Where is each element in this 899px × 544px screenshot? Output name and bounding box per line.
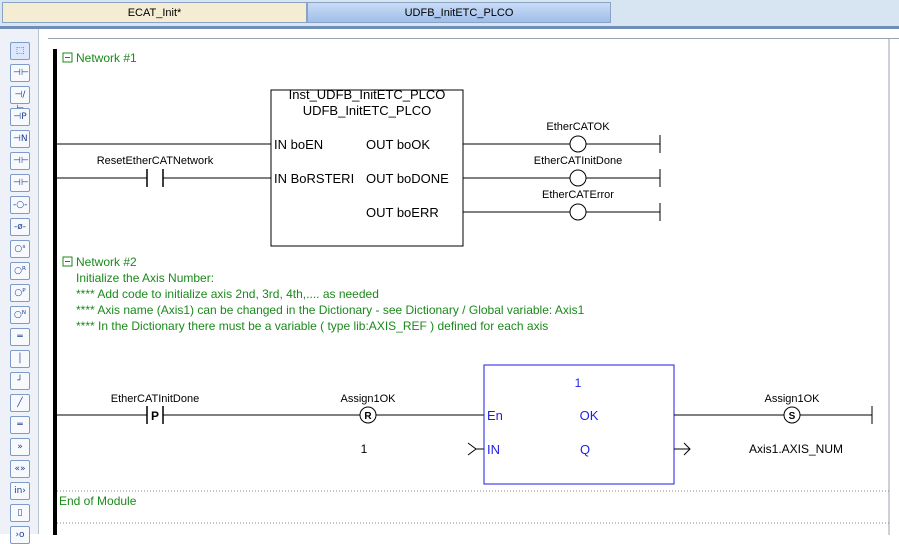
contact-icon: ⊣⊢ bbox=[13, 68, 29, 78]
diagonal-line-icon: ╱ bbox=[17, 398, 23, 408]
tab-divider bbox=[0, 26, 899, 29]
contact-n-icon: ⊣N bbox=[13, 134, 28, 144]
jump-button[interactable]: » bbox=[10, 438, 30, 456]
contact-label[interactable]: EtherCATInitDone bbox=[111, 393, 199, 405]
block-button[interactable]: ▯ bbox=[10, 504, 30, 522]
return-button[interactable]: «» bbox=[10, 460, 30, 478]
coil-p-button[interactable]: ○ᴾ bbox=[10, 284, 30, 302]
block-icon: ▯ bbox=[17, 508, 23, 518]
block-output-book: OUT boOK bbox=[366, 137, 430, 152]
out-arrow-icon bbox=[683, 442, 691, 456]
coil-n-icon: ○ᴺ bbox=[13, 310, 27, 320]
coil-label[interactable]: EtherCATOK bbox=[546, 121, 610, 133]
select-tool-button[interactable]: ⬚ bbox=[10, 42, 30, 60]
double-line-icon: ═ bbox=[17, 420, 23, 430]
move-block[interactable] bbox=[483, 364, 675, 485]
vline-button[interactable]: │ bbox=[10, 350, 30, 368]
contact-x-icon: ⊣⊢ bbox=[13, 156, 29, 166]
coil-circle[interactable] bbox=[569, 203, 587, 221]
block-output-bodone: OUT boDONE bbox=[366, 171, 449, 186]
network1-label: Network #1 bbox=[76, 51, 137, 65]
output-variable[interactable]: Axis1.AXIS_NUM bbox=[749, 442, 843, 456]
coil-reset-button[interactable]: ○ᴿ bbox=[10, 262, 30, 280]
contact-p-symbol: P bbox=[151, 409, 159, 423]
select-icon: ⬚ bbox=[15, 46, 25, 56]
coil-label[interactable]: EtherCATError bbox=[542, 189, 614, 201]
block-in-label: IN bbox=[487, 442, 500, 457]
double-line-button[interactable]: ═ bbox=[10, 416, 30, 434]
left-power-rail bbox=[53, 49, 57, 535]
block-input-borsteri: IN BoRSTERI bbox=[274, 171, 354, 186]
return-icon: «» bbox=[14, 464, 26, 474]
vline-icon: │ bbox=[17, 354, 23, 364]
block-input-boen: IN boEN bbox=[274, 137, 323, 152]
contact-nc-button[interactable]: ⊣/⊢ bbox=[10, 86, 30, 114]
contact-no-button[interactable]: ⊣⊢ bbox=[10, 64, 30, 82]
reset-coil-label[interactable]: Assign1OK bbox=[340, 393, 396, 405]
coil-icon: -○- bbox=[13, 200, 28, 210]
block-instance-name[interactable]: Inst_UDFB_InitETC_PLCO bbox=[289, 87, 446, 102]
network2-label: Network #2 bbox=[76, 255, 137, 269]
hline-icon: ═ bbox=[17, 332, 23, 342]
contact-n-button[interactable]: ⊣N bbox=[10, 130, 30, 148]
contact-extra-icon: ⊣⊢ bbox=[13, 178, 29, 188]
block-type-name: UDFB_InitETC_PLCO bbox=[303, 103, 432, 118]
step-line-button[interactable]: ┘ bbox=[10, 372, 30, 390]
reset-coil-symbol: R bbox=[364, 411, 372, 422]
network2-comment-line: Initialize the Axis Number: bbox=[76, 271, 214, 285]
contact-label[interactable]: ResetEtherCATNetwork bbox=[97, 155, 214, 167]
coil-set-button[interactable]: ○ˢ bbox=[10, 240, 30, 258]
block-q-label: Q bbox=[580, 442, 590, 457]
contact-p-button[interactable]: ⊣P bbox=[10, 108, 30, 126]
diagonal-line-button[interactable]: ╱ bbox=[10, 394, 30, 412]
network2-comment-line: **** Axis name (Axis1) can be changed in… bbox=[76, 303, 585, 317]
contact-nc-icon: ⊣/⊢ bbox=[14, 90, 26, 114]
coil-circle[interactable] bbox=[569, 135, 587, 153]
ladder-toolbar: ⬚ ⊣⊢ ⊣/⊢ ⊣P ⊣N ⊣⊢ ⊣⊢ -○- -ø- ○ˢ ○ᴿ ○ᴾ ○ᴺ… bbox=[0, 29, 39, 544]
hline-button[interactable]: ═ bbox=[10, 328, 30, 346]
out-var-button[interactable]: ›o bbox=[10, 526, 30, 544]
coil-circle[interactable] bbox=[569, 169, 587, 187]
network2-comment-line: **** Add code to initialize axis 2nd, 3r… bbox=[76, 287, 379, 301]
coil-reset-icon: ○ᴿ bbox=[14, 266, 26, 276]
set-coil-label[interactable]: Assign1OK bbox=[764, 393, 820, 405]
coil-n-button[interactable]: ○ᴺ bbox=[10, 306, 30, 324]
udfb-block[interactable] bbox=[270, 89, 464, 247]
coil-button[interactable]: -○- bbox=[10, 196, 30, 214]
coil-p-icon: ○ᴾ bbox=[14, 288, 26, 298]
set-coil-symbol: S bbox=[789, 411, 796, 422]
contact-x-button[interactable]: ⊣⊢ bbox=[10, 152, 30, 170]
in-arrow-icon bbox=[467, 442, 477, 456]
out-var-icon: ›o bbox=[15, 530, 25, 540]
coil-label[interactable]: EtherCATInitDone bbox=[534, 155, 622, 167]
coil-neg-button[interactable]: -ø- bbox=[10, 218, 30, 236]
in-var-button[interactable]: in› bbox=[10, 482, 30, 500]
network2-comment-line: **** In the Dictionary there must be a v… bbox=[76, 319, 548, 333]
block-ok-label: OK bbox=[580, 408, 599, 423]
coil-neg-icon: -ø- bbox=[13, 222, 26, 232]
ladder-diagram: Network #1 Inst_UDFB_InitETC_PLCO UDFB_I… bbox=[53, 39, 890, 535]
end-of-module-label: End of Module bbox=[59, 494, 137, 508]
block-en-label: En bbox=[487, 408, 503, 423]
tab-ecat-init[interactable]: ECAT_Init* bbox=[2, 2, 307, 23]
block-count: 1 bbox=[575, 376, 582, 390]
block-output-boerr: OUT boERR bbox=[366, 205, 439, 220]
step-line-icon: ┘ bbox=[17, 376, 23, 386]
coil-set-icon: ○ˢ bbox=[14, 244, 26, 254]
contact-p-icon: ⊣P bbox=[13, 112, 27, 122]
jump-icon: » bbox=[17, 442, 23, 452]
ladder-editor[interactable]: Network #1 Inst_UDFB_InitETC_PLCO UDFB_I… bbox=[48, 38, 899, 535]
in-constant[interactable]: 1 bbox=[361, 442, 368, 456]
tab-udfb-initetc-plco[interactable]: UDFB_InitETC_PLCO bbox=[307, 2, 611, 23]
in-var-icon: in› bbox=[14, 486, 26, 496]
tab-bar: ECAT_Init* UDFB_InitETC_PLCO bbox=[0, 0, 899, 27]
contact-extra-button[interactable]: ⊣⊢ bbox=[10, 174, 30, 192]
